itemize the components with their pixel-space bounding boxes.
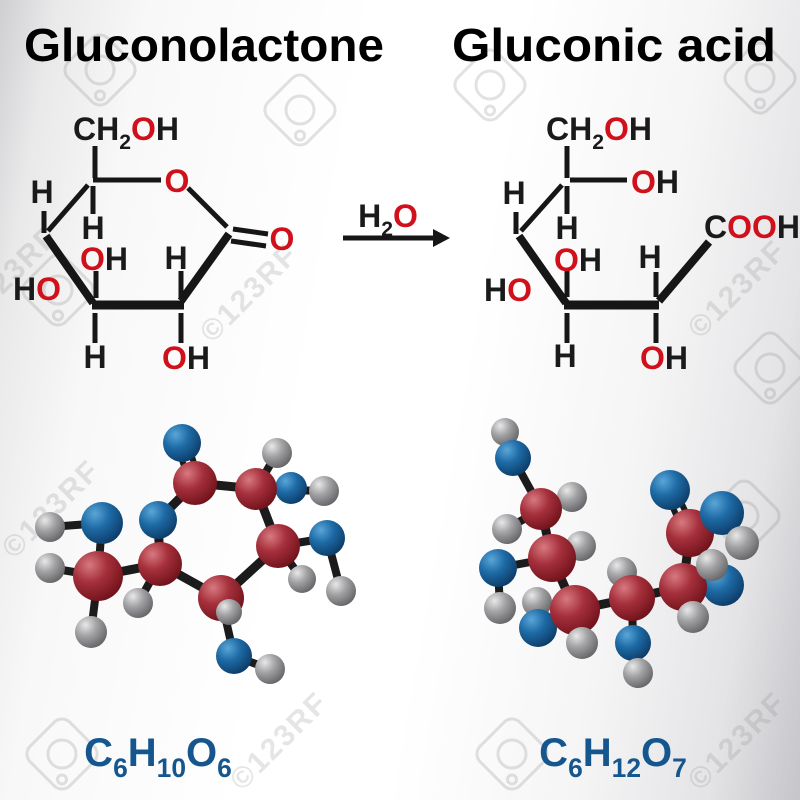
svg-text:OH: OH (631, 164, 679, 200)
svg-text:H: H (502, 175, 525, 211)
svg-text:OH: OH (554, 242, 602, 278)
svg-text:©123RF: ©123RF (224, 686, 335, 797)
molecular-formula-gluconic-acid: C6H12O7 (539, 731, 687, 783)
svg-text:OH: OH (80, 241, 128, 277)
molecular-formula-gluconolactone: C6H10O6 (84, 731, 232, 783)
svg-text:©123RF: ©123RF (682, 686, 793, 797)
svg-text:H: H (83, 339, 106, 375)
svg-text:COOH: COOH (704, 209, 800, 245)
svg-text:C6H10O6: C6H10O6 (84, 731, 232, 783)
svg-text:H2O: H2O (358, 198, 418, 241)
svg-text:CH2OH: CH2OH (546, 111, 652, 154)
svg-text:CH2OH: CH2OH (73, 111, 179, 154)
title-gluconolactone: Gluconolactone (24, 19, 384, 71)
svg-text:OH: OH (640, 340, 688, 376)
svg-text:H: H (81, 210, 104, 246)
arrow-head-icon (433, 229, 450, 247)
reaction-arrow: H2O (343, 198, 450, 247)
svg-text:H: H (553, 338, 576, 374)
svg-text:OH: OH (162, 340, 210, 376)
title-gluconic-acid: Gluconic acid (452, 19, 776, 71)
svg-text:O: O (165, 163, 190, 199)
svg-text:HO: HO (484, 272, 532, 308)
svg-text:H: H (638, 239, 661, 275)
gluconolactone-ball-stick-model (35, 424, 356, 684)
svg-text:H: H (555, 210, 578, 246)
gluconic-acid-ball-stick-model (479, 418, 759, 688)
water-label: H2O (358, 198, 418, 241)
svg-text:HO: HO (13, 271, 61, 307)
svg-text:C6H12O7: C6H12O7 (539, 731, 687, 783)
svg-text:H: H (30, 174, 53, 210)
svg-text:O: O (270, 221, 295, 257)
svg-text:H: H (164, 240, 187, 276)
